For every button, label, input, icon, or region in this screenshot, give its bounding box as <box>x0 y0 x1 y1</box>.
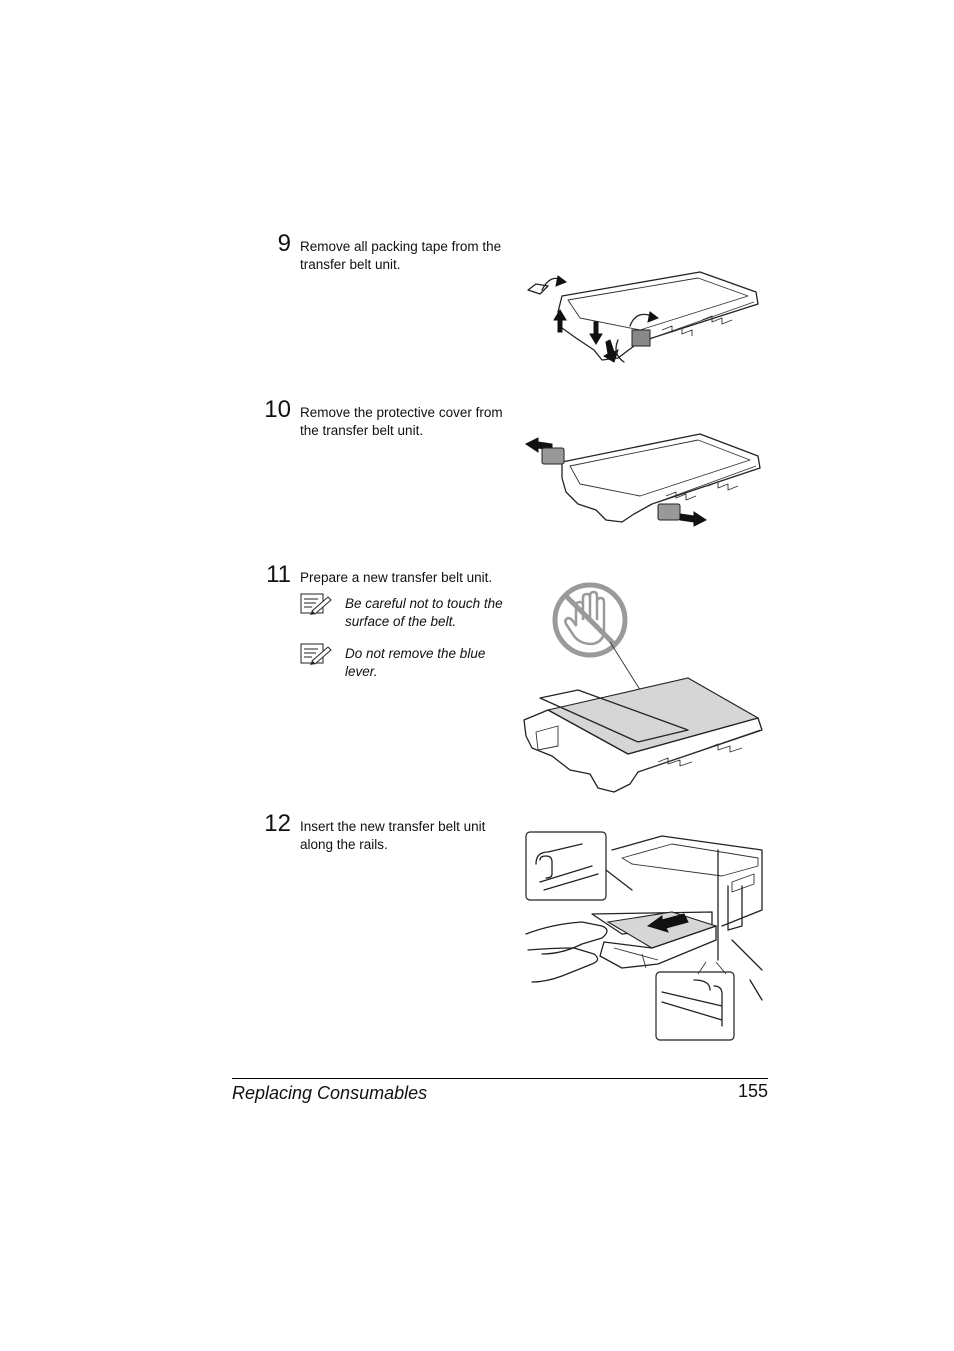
new-transfer-belt-illustration <box>523 582 763 793</box>
remove-packing-tape-illustration <box>527 271 759 363</box>
step-text: Insert the new transfer belt unit along … <box>300 819 486 852</box>
note-text: Do not remove the blue lever. <box>345 646 486 679</box>
step-number: 9 <box>277 230 291 257</box>
step-number: 12 <box>264 810 291 837</box>
step-number: 10 <box>264 396 291 423</box>
step-text: Prepare a new transfer belt unit. <box>300 570 493 585</box>
step-number: 11 <box>266 561 291 588</box>
step-text: Remove all packing tape from the transfe… <box>300 239 502 272</box>
footer-section-title: Replacing Consumables <box>232 1083 428 1103</box>
note-text: Be careful not to touch the surface of t… <box>345 596 503 629</box>
note-pencil-icon <box>300 643 332 665</box>
insert-belt-unit-illustration <box>525 831 763 1041</box>
footer-divider <box>232 1078 768 1079</box>
no-touch-hand-icon <box>552 582 628 658</box>
step-text: Remove the protective cover from the tra… <box>300 405 503 438</box>
note-pencil-icon <box>300 593 332 615</box>
footer-page-number: 155 <box>737 1081 768 1101</box>
remove-protective-cover-illustration <box>525 433 761 527</box>
